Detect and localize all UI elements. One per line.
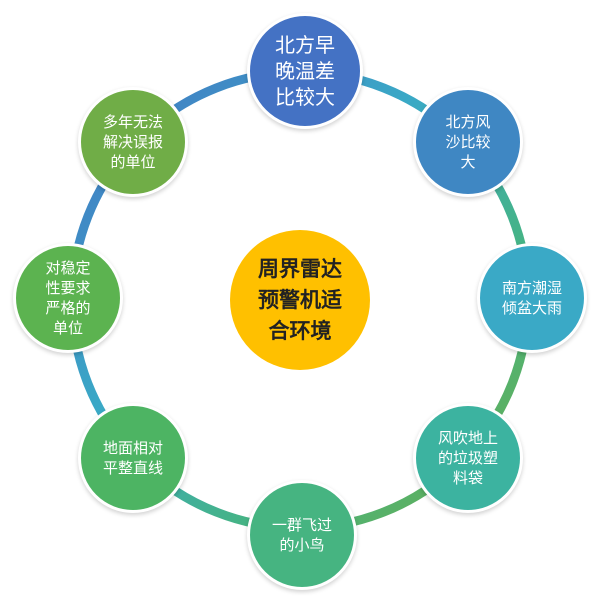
node-label: 多年无法 解决误报 的单位 [102,113,163,171]
node-flat-ground: 地面相对 平整直线 [78,403,188,513]
node-high-stability: 对稳定 性要求 严格的 单位 [13,243,123,353]
node-label: 北方早 晚温差 比较大 [275,33,335,109]
node-label: 风吹地上 的垃圾塑 料袋 [437,429,498,487]
node-north-temperature: 北方早 晚温差 比较大 [247,13,363,129]
node-label: 地面相对 平整直线 [102,439,163,477]
center-node: 周界雷达 预警机适 合环境 [230,230,370,370]
node-south-rain: 南方潮湿 倾盆大雨 [477,243,587,353]
node-label: 北方风 沙比较 大 [445,113,491,171]
node-north-sandstorm: 北方风 沙比较 大 [413,87,523,197]
node-wind-plastic-bags: 风吹地上 的垃圾塑 料袋 [413,403,523,513]
node-label: 南方潮湿 倾盆大雨 [501,279,562,317]
node-birds: 一群飞过 的小鸟 [247,480,357,590]
node-false-alarm-units: 多年无法 解决误报 的单位 [78,87,188,197]
node-label: 对稳定 性要求 严格的 单位 [45,259,91,337]
center-node-label: 周界雷达 预警机适 合环境 [258,256,342,343]
node-label: 一群飞过 的小鸟 [271,516,332,554]
